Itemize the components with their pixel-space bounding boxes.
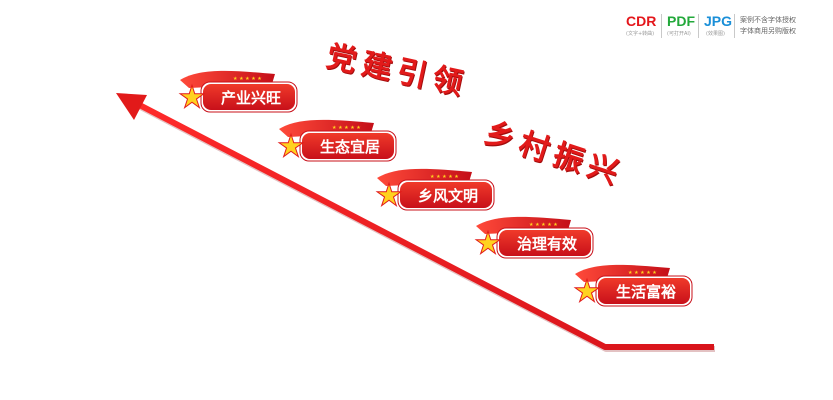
license-notice-line2: 字体商用另购版权 (740, 27, 796, 35)
star-icon (474, 229, 502, 255)
step-banner-5: ★ ★ ★ ★ ★ 生活富裕 (573, 264, 693, 307)
license-notice-line1: 案例不含字体授权 (740, 16, 796, 24)
step-label: 生活富裕 (616, 283, 676, 301)
step-banner-4: ★ ★ ★ ★ ★ 治理有效 (474, 216, 594, 259)
format-jpg-note: (效果图) (706, 31, 725, 37)
svg-text:★ ★ ★ ★ ★: ★ ★ ★ ★ ★ (332, 125, 361, 131)
step-label: 生态宜居 (320, 138, 380, 156)
format-cdr-note: (文字+转曲) (626, 31, 655, 37)
step-banner-2: ★ ★ ★ ★ ★ 生态宜居 (277, 119, 397, 162)
format-cdr: CDR (626, 13, 657, 29)
step-banner-3: ★ ★ ★ ★ ★ 乡风文明 (375, 168, 495, 211)
step-label: 产业兴旺 (221, 89, 281, 107)
format-pdf-note: (可打开AI) (667, 31, 691, 37)
svg-text:★ ★ ★ ★ ★: ★ ★ ★ ★ ★ (233, 76, 262, 82)
rising-arrow (116, 93, 715, 352)
format-pdf: PDF (667, 13, 695, 29)
format-jpg: JPG (704, 13, 733, 29)
star-icon (277, 132, 305, 158)
step-label: 乡风文明 (418, 187, 478, 205)
step-banner-1: ★ ★ ★ ★ ★ 产业兴旺 (178, 70, 298, 113)
svg-text:★ ★ ★ ★ ★: ★ ★ ★ ★ ★ (628, 270, 657, 276)
star-icon (573, 277, 601, 303)
arrow-head-icon (116, 93, 147, 120)
step-label: 治理有效 (517, 235, 578, 253)
svg-text:★ ★ ★ ★ ★: ★ ★ ★ ★ ★ (430, 174, 459, 180)
svg-text:★ ★ ★ ★ ★: ★ ★ ★ ★ ★ (529, 222, 558, 228)
star-icon (375, 181, 403, 207)
format-separator (661, 14, 662, 38)
star-icon (178, 83, 206, 109)
format-separator (698, 14, 699, 38)
format-separator (734, 14, 735, 38)
